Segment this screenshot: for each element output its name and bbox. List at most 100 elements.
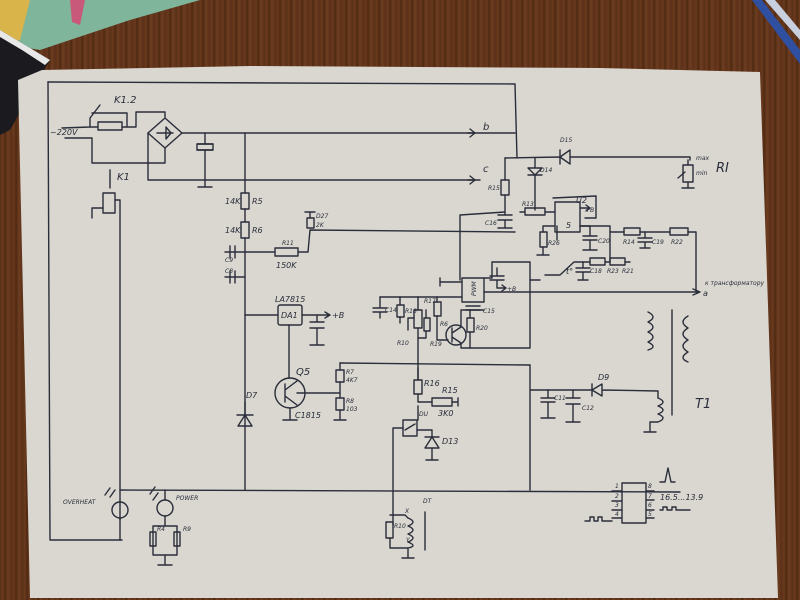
label-c9: C9	[225, 257, 233, 264]
label-t1: T1	[695, 397, 711, 412]
resistor-r23	[589, 257, 606, 266]
pen-highlight	[765, 0, 800, 40]
relay-coil-k1-2	[97, 121, 123, 131]
label-d7: D7	[246, 391, 258, 400]
label-r13: R13	[522, 201, 534, 208]
power-section	[47, 81, 681, 566]
label-r10b: R10	[397, 340, 409, 347]
label-x-tap: X	[404, 508, 410, 515]
label-r15-value: 3K0	[438, 409, 453, 418]
bridge-rectifier	[147, 117, 183, 149]
white-edge	[0, 30, 50, 65]
label-r8: R8	[346, 398, 354, 405]
resistor-r13	[524, 207, 546, 216]
label-overheat: OVERHEAT	[63, 499, 97, 506]
yellow-object	[0, 0, 30, 45]
resistor-r14	[623, 227, 641, 236]
label-r10: R10	[394, 523, 406, 530]
label-r11-value: 150K	[276, 261, 297, 270]
label-du: DU	[419, 411, 429, 418]
control-section	[372, 128, 701, 559]
blue-pen	[752, 0, 800, 64]
label-c15: C15	[483, 308, 495, 315]
label-r21: R21	[622, 268, 634, 275]
label-pot-max: max	[696, 155, 710, 162]
pwm-chip	[461, 277, 485, 303]
label-output-a: a	[703, 289, 708, 298]
label-d15: D15	[560, 137, 572, 144]
label-r8-value: 103	[346, 406, 358, 413]
label-pot-min: min	[696, 170, 708, 177]
label-d27-value: 2K	[316, 222, 325, 229]
label-r6: R6	[252, 226, 263, 235]
label-r20: R20	[476, 325, 488, 332]
label-r11: R11	[282, 240, 294, 247]
label-r15: R15	[442, 386, 458, 395]
ic-pin-8: 8	[648, 483, 652, 490]
ic-pin-2: 2	[615, 493, 619, 500]
label-d9: D9	[598, 373, 609, 382]
label-r6-value: 14K	[225, 226, 241, 235]
label-c11: C11	[554, 395, 566, 402]
label-k1-2: K1.2	[114, 95, 136, 106]
resistor-r4	[149, 531, 157, 547]
label-q5-type: C1815	[295, 411, 321, 420]
label-output-note: к трансформатору	[705, 280, 765, 287]
label-t-mark: t°	[566, 267, 573, 276]
label-line-b: b	[483, 122, 489, 133]
label-r15b: R15	[488, 185, 500, 192]
label-c12: C12	[582, 405, 594, 412]
resistor-r11	[274, 247, 299, 257]
paper-sheet	[18, 66, 778, 598]
label-r4: R4	[157, 526, 165, 533]
label-plus-b: +B	[332, 311, 344, 320]
label-d27: D27	[316, 213, 328, 220]
relay-coil-k1	[102, 192, 116, 214]
label-freq: 16.5...13.9	[660, 493, 703, 502]
label-power: POWER	[176, 495, 198, 502]
ic-u2	[554, 201, 581, 233]
ic-pin-6: 6	[648, 502, 652, 509]
resistor-r8	[335, 397, 345, 411]
label-k1: K1	[117, 172, 130, 183]
label-r7-value: 4K7	[346, 377, 358, 384]
label-r7: R7	[346, 369, 354, 376]
colored-object	[0, 0, 200, 50]
label-c20: C20	[598, 238, 610, 245]
label-c18: C18	[590, 268, 602, 275]
resistor-r19	[423, 317, 431, 332]
label-c19: C19	[652, 239, 664, 246]
label-plus-b2: +B	[507, 286, 516, 293]
ic-8pin	[621, 482, 647, 524]
label-d14: D14	[540, 167, 552, 174]
label-u2: U2	[576, 196, 587, 205]
label-c8: C8	[225, 268, 233, 275]
filter-capacitor	[196, 143, 214, 151]
label-plus-b3: +B	[585, 207, 594, 214]
label-r22: R22	[671, 239, 683, 246]
ic-pin-7: 7	[648, 493, 652, 500]
ic-pin-3: 3	[615, 502, 619, 509]
resistor-r7	[335, 369, 345, 383]
label-r5-value: 14K	[225, 197, 241, 206]
label-input-voltage: ~220V	[50, 128, 78, 137]
label-r18: R18	[405, 308, 417, 315]
label-r9: R9	[183, 526, 191, 533]
label-r5: R5	[252, 197, 263, 206]
label-da1: DA1	[281, 311, 298, 320]
label-r26: R26	[548, 240, 560, 247]
ic-pin-1: 1	[615, 483, 619, 490]
resistor-r22	[669, 227, 689, 236]
label-r16: R16	[424, 379, 440, 388]
label-r6b: R6	[440, 321, 448, 328]
label-r14: R14	[623, 239, 635, 246]
label-pwm-chip: PWM	[471, 280, 478, 296]
labels: ~220V K1.2 K1 R5 14K R6 14K C9 C8 R11 15…	[50, 95, 765, 544]
label-r17: R17	[424, 298, 436, 305]
label-c14: C14	[385, 307, 397, 314]
output-section	[529, 309, 691, 524]
label-u2-pin: 5	[566, 221, 571, 230]
label-q5: Q5	[296, 367, 310, 378]
label-dt: DT	[423, 498, 433, 505]
ic-pin-5: 5	[648, 511, 652, 518]
